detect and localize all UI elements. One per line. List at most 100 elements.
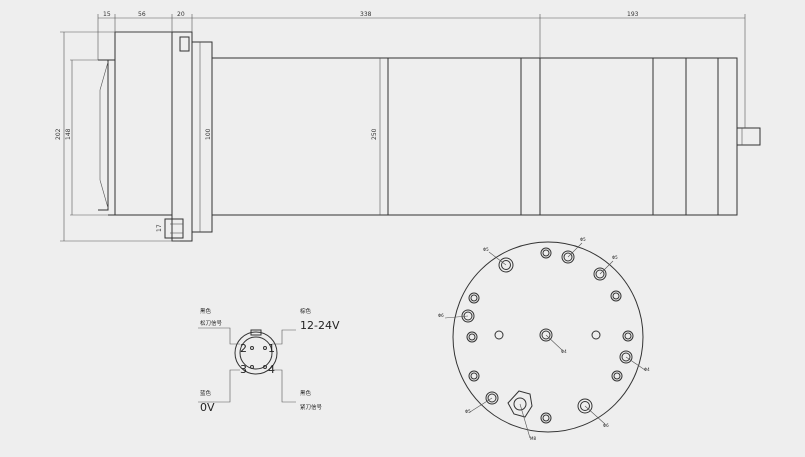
bolt-hole bbox=[540, 247, 552, 259]
bolt-hole-inner bbox=[470, 372, 478, 380]
fitting-inner bbox=[541, 330, 551, 340]
bolt-hole bbox=[610, 290, 622, 302]
leader bbox=[625, 356, 646, 371]
fitting-inner bbox=[487, 393, 497, 403]
bolt-hole-inner bbox=[468, 333, 476, 341]
fitting-inner bbox=[563, 252, 573, 262]
wire-pin1 bbox=[272, 329, 296, 345]
leader bbox=[599, 260, 614, 275]
fitting bbox=[461, 309, 475, 323]
label-pin1-text: 12-24V bbox=[300, 319, 340, 332]
connector-key bbox=[250, 329, 262, 336]
fitting bbox=[485, 391, 499, 405]
plain-hole bbox=[591, 330, 601, 340]
wire-pin2 bbox=[198, 327, 240, 345]
bolt-hole bbox=[466, 331, 478, 343]
dim-338: 338 bbox=[360, 11, 372, 18]
label-pin4-text: 紧刀信号 bbox=[300, 403, 323, 411]
rear-shaft bbox=[736, 127, 761, 146]
hole-label-3: Φ5 bbox=[612, 255, 618, 260]
pin-3: 3 bbox=[240, 363, 247, 376]
bolt-hole bbox=[468, 370, 480, 382]
plain-hole bbox=[494, 330, 504, 340]
fitting-inner bbox=[501, 260, 511, 270]
fitting bbox=[577, 398, 593, 414]
bolt-hole bbox=[611, 370, 623, 382]
dim-100: 100 bbox=[205, 128, 212, 140]
connector-inner bbox=[239, 336, 273, 370]
bolt-hole-inner bbox=[542, 414, 550, 422]
pin-dot bbox=[250, 346, 254, 350]
bolt-hole-inner bbox=[470, 294, 478, 302]
fitting-inner bbox=[595, 269, 605, 279]
fitting bbox=[561, 250, 575, 264]
fitting bbox=[593, 267, 607, 281]
bolt-hole bbox=[622, 330, 634, 342]
flange bbox=[171, 31, 193, 242]
nose-body bbox=[108, 59, 116, 216]
label-pin1-color: 棕色 bbox=[300, 307, 312, 315]
label-pin3-text: 0V bbox=[200, 401, 215, 414]
connector-outer bbox=[234, 331, 278, 375]
dim-250: 250 bbox=[371, 128, 378, 140]
pin-dot bbox=[263, 346, 267, 350]
fitting-inner bbox=[621, 352, 631, 362]
rear-body bbox=[539, 57, 738, 216]
nose-taper bbox=[99, 61, 109, 209]
leader bbox=[584, 405, 606, 425]
leader bbox=[469, 397, 493, 413]
label-pin2-text: 松刀信号 bbox=[200, 319, 223, 327]
fitting bbox=[619, 350, 633, 364]
hole-label-6: Φ4 bbox=[644, 367, 650, 372]
nose-front bbox=[98, 59, 109, 211]
label-pin4-color: 黑色 bbox=[300, 389, 312, 397]
hex-fitting bbox=[507, 390, 533, 418]
bolt-hole-inner bbox=[612, 292, 620, 300]
wire-pin4 bbox=[272, 369, 296, 403]
end-face-view: Φ5 Φ5 Φ5 Φ6 Φ4 Φ4 Φ5 Φ6 M8 bbox=[438, 237, 650, 441]
dim-17: 17 bbox=[156, 224, 163, 232]
fitting-inner bbox=[463, 311, 473, 321]
pin-4: 4 bbox=[268, 363, 275, 376]
pin-2: 2 bbox=[240, 342, 247, 355]
hole-label-7: Φ5 bbox=[465, 409, 471, 414]
left-dimensions: 202 148 100 250 17 bbox=[55, 31, 381, 242]
hole-label-1: Φ5 bbox=[483, 247, 489, 252]
bolt-hole-inner bbox=[542, 249, 550, 257]
flange-top-nut bbox=[179, 36, 190, 52]
leader bbox=[519, 403, 531, 439]
spindle-side-view bbox=[98, 31, 761, 242]
fitting bbox=[539, 328, 553, 342]
bolt-hole-inner bbox=[624, 332, 632, 340]
dim-148: 148 bbox=[65, 128, 72, 140]
leader bbox=[567, 242, 583, 258]
hole-label-4: Φ6 bbox=[438, 313, 444, 318]
connector-diagram: 2 1 3 4 黑色 松刀信号 棕色 12-24V 蓝色 0V 黑色 紧刀信号 bbox=[198, 307, 340, 414]
pin-dot bbox=[250, 365, 254, 369]
label-pin2-color: 黑色 bbox=[200, 307, 212, 315]
hole-label-8: Φ6 bbox=[603, 423, 609, 428]
pin-dot bbox=[263, 365, 267, 369]
dim-20: 20 bbox=[177, 11, 185, 18]
bolt-hole bbox=[468, 292, 480, 304]
pin-1: 1 bbox=[268, 342, 275, 355]
dim-202: 202 bbox=[55, 128, 62, 140]
dim-193: 193 bbox=[627, 11, 639, 18]
flange-bottom-nut bbox=[164, 218, 184, 239]
bolt-hole-inner bbox=[613, 372, 621, 380]
fitting-inner bbox=[580, 401, 590, 411]
face-outline bbox=[452, 241, 644, 433]
leader bbox=[488, 251, 507, 266]
hole-label-5: Φ4 bbox=[561, 349, 567, 354]
label-pin3-color: 蓝色 bbox=[200, 389, 212, 397]
top-dimensions: 15 56 20 338 193 bbox=[97, 11, 746, 128]
hole-label-2: Φ5 bbox=[580, 237, 586, 242]
leader bbox=[444, 315, 469, 319]
hex-fitting-inner bbox=[513, 397, 527, 411]
front-housing bbox=[114, 31, 173, 216]
wire-pin3 bbox=[198, 369, 240, 403]
leader bbox=[545, 334, 563, 351]
fitting bbox=[498, 257, 514, 273]
